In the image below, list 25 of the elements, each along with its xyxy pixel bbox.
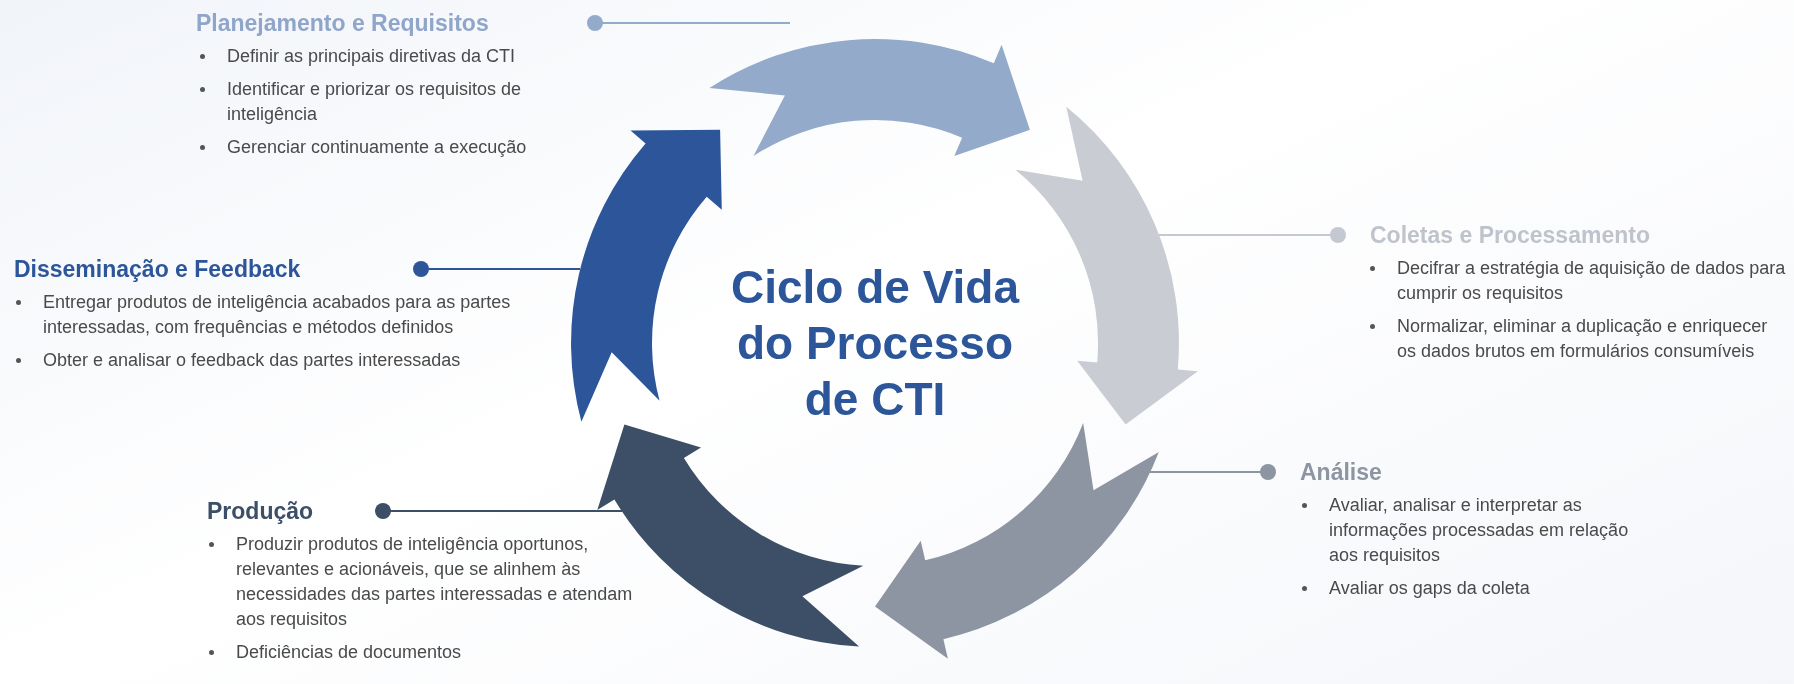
- leader-line: [1149, 464, 1276, 480]
- stage-heading: Produção: [207, 497, 315, 526]
- leader-line: [587, 15, 791, 31]
- stage-heading: Planejamento e Requisitos: [196, 9, 490, 38]
- bullet-text: Normalizar, eliminar a duplicação e enriquecer os dados brutos em formulários consumíveis: [1397, 315, 1769, 363]
- leader-line: [1158, 227, 1346, 243]
- bullet-text: Avaliar, analisar e interpretar as informações processadas em relação aos requisitos: [1329, 494, 1630, 567]
- stage-heading: Coletas e Processamento: [1370, 221, 1651, 250]
- bullet-text: Obter e analisar o feedback das partes interessadas: [43, 349, 461, 372]
- ring-segment: [875, 422, 1159, 659]
- bullet-text: Avaliar os gaps da coleta: [1329, 577, 1530, 600]
- bullet-text: Gerenciar continuamente a execução: [227, 136, 527, 159]
- bullet-text: Entregar produtos de inteligência acabados para as partes interessadas, com frequências e métodos definidos: [43, 291, 512, 339]
- stage-heading: Análise: [1300, 458, 1383, 487]
- stage-heading: Disseminação e Feedback: [14, 255, 302, 284]
- ring-segment: [571, 129, 722, 422]
- bullet-text: Decifrar a estratégia de aquisição de dados para cumprir os requisitos: [1397, 257, 1787, 305]
- bullet-text: Deficiências de documentos: [236, 641, 462, 664]
- bullet-text: Definir as principais diretivas da CTI: [227, 45, 516, 68]
- ring-segment: [709, 39, 1030, 157]
- bullet-text: Identificar e priorizar os requisitos de inteligência: [227, 78, 523, 126]
- leader-line: [413, 261, 581, 277]
- bullet-text: Produzir produtos de inteligência oportunos, relevantes e acionáveis, que se alinhem às necessidades das partes interessadas e atendam aos requisitos: [236, 533, 634, 631]
- leader-line: [375, 503, 623, 519]
- cycle-title: Ciclo de Vida do Processo de CTI: [730, 260, 1021, 427]
